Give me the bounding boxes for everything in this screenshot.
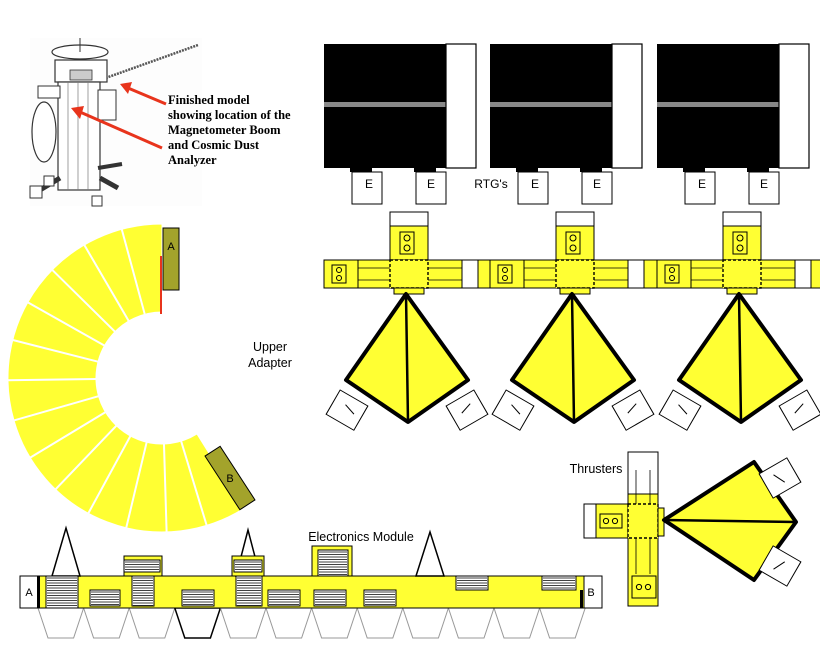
striped-panel: [313, 589, 347, 607]
glue-tab: [219, 607, 267, 639]
thruster-kite-1: [322, 210, 498, 433]
upper-adapter-ring: [7, 223, 245, 533]
red-arrow-icon: [120, 82, 167, 106]
rtg-panel-1: E E: [323, 43, 477, 205]
striped-panel: [235, 575, 263, 607]
glue-tab: [173, 607, 222, 639]
callout-line-3: Magnetometer Boom: [168, 123, 281, 137]
striped-panel: [267, 589, 301, 607]
callout-line-4: and Cosmic Dust: [168, 138, 260, 152]
glue-tab: [128, 607, 176, 639]
glue-tab: [37, 607, 85, 639]
electronics-end-b: B: [587, 587, 594, 599]
tab-b-label: B: [226, 473, 233, 485]
callout-line-5: Analyzer: [168, 153, 217, 167]
glue-tab: [82, 607, 130, 639]
rtg-panel-2: E E: [489, 43, 643, 205]
glue-tab: [493, 607, 541, 639]
striped-panel: [123, 559, 161, 573]
thruster-horizontal: [583, 451, 802, 607]
ring-divider: [51, 269, 116, 333]
striped-panel: [363, 589, 397, 607]
callout-text: Finished model showing location of the M…: [168, 93, 291, 167]
rtg-tab-label: E: [698, 177, 706, 191]
striped-panel: [89, 589, 121, 607]
rtg-panel-3: E E: [656, 43, 810, 205]
rtg-tab-label: E: [760, 177, 768, 191]
striped-panel: [233, 559, 263, 573]
spacecraft-sketch-icon: [29, 38, 202, 207]
upper-adapter-label: Upper: [253, 340, 287, 354]
tab-a-label: A: [167, 241, 175, 253]
thruster-kite-3: [655, 210, 820, 433]
glue-tab: [310, 607, 358, 639]
ring-divider: [162, 443, 168, 532]
rtg-tab-label: E: [593, 177, 601, 191]
callout-line-1: Finished model: [168, 93, 250, 107]
ring-divider: [8, 377, 97, 382]
striped-panel: [181, 589, 215, 607]
glue-tab: [402, 607, 450, 639]
ring-divider: [83, 244, 130, 322]
red-arrow-icon: [71, 106, 163, 150]
glue-tab: [538, 607, 586, 639]
electronics-end-a: A: [25, 587, 33, 599]
ring-divider: [180, 440, 208, 526]
ring-divider: [12, 339, 99, 363]
glue-tab: [265, 607, 313, 639]
ring-divider: [29, 411, 107, 459]
ring-divider: [125, 441, 148, 529]
thruster-kite-2: [488, 210, 664, 433]
glue-tab: [356, 607, 404, 639]
upper-adapter-tab-b: B: [204, 445, 256, 511]
striped-panel: [131, 575, 155, 607]
callout-line-2: showing location of the: [168, 108, 291, 122]
rtg-tab-label: E: [365, 177, 373, 191]
electronics-module: [19, 525, 603, 639]
ring-sector: [7, 223, 245, 533]
upper-adapter-tab-a: A: [160, 227, 180, 314]
ring-divider: [13, 395, 99, 422]
ring-divider: [87, 435, 132, 514]
upper-adapter-label-2: Adapter: [248, 356, 292, 370]
electronics-caption: Electronics Module: [308, 530, 414, 544]
ring-divider: [120, 229, 146, 315]
glue-tab: [447, 607, 495, 639]
rtg-tab-label: E: [427, 177, 435, 191]
rtg-caption: RTG's: [474, 177, 507, 191]
thrusters-caption: Thrusters: [570, 462, 623, 476]
ring-divider: [54, 425, 118, 491]
ring-divider: [27, 301, 106, 347]
rtg-tab-label: E: [531, 177, 539, 191]
